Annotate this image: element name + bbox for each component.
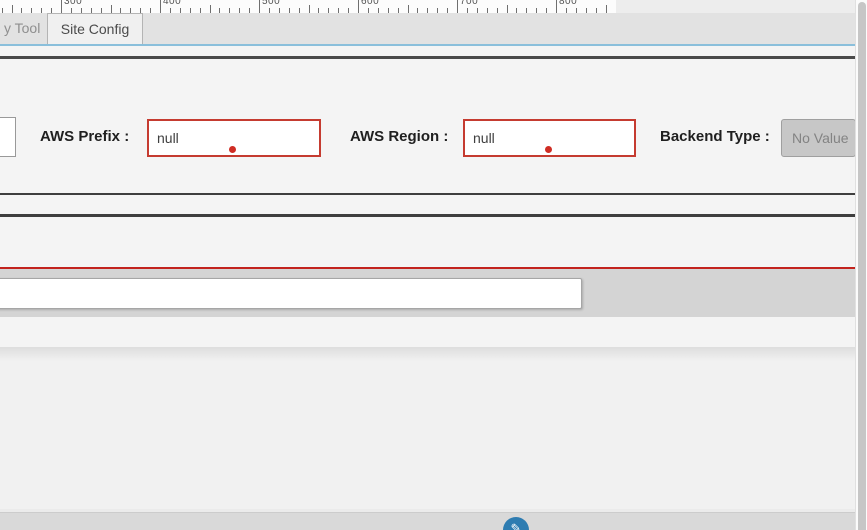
ruler-tick [506,5,508,13]
ruler-tick [417,8,419,13]
aws-prefix-validation-dot [229,146,236,153]
error-divider [0,267,855,269]
ruler-tick [397,8,399,13]
ruler-tick [90,8,92,13]
ruler-tick [427,8,429,13]
ruler-tick [179,8,181,13]
ruler-tick [288,8,290,13]
tab-underline [0,44,855,46]
ruler-tick [11,5,13,13]
footer-bar [0,512,855,530]
ruler-tick [249,8,251,13]
ruler-tick [199,8,201,13]
ruler-tick [298,8,300,13]
ruler-tick [437,8,439,13]
ruler-tick [536,8,538,13]
ruler-tick [169,8,171,13]
ruler-tick [100,8,102,13]
ruler-tick [358,0,359,13]
ruler-label: 500 [262,0,281,7]
ruler-tick [259,0,260,13]
ruler-tick [239,8,241,13]
ruler-tick [219,8,221,13]
panel-shadow [0,347,855,361]
ruler-tick [80,8,82,13]
ruler-tick [278,8,280,13]
ruler-tick [31,8,33,13]
ruler-tick [21,8,23,13]
divider-mid-2 [0,214,855,217]
ruler-tick [605,5,607,13]
ruler-label: 800 [559,0,578,7]
ruler-tick [496,8,498,13]
ruler-tick [585,8,587,13]
ruler-tick [556,0,557,13]
ruler-tick [575,8,577,13]
ruler-tick [377,8,379,13]
ruler-label: 700 [460,0,479,7]
vertical-scrollbar-thumb[interactable] [858,2,866,530]
aws-region-label: AWS Region : [350,128,449,145]
ruler-tick [229,8,231,13]
ruler-tick [140,8,142,13]
ruler-tick [447,8,449,13]
ruler-tick [476,8,478,13]
ruler-tick [150,8,152,13]
edit-fab-button[interactable]: ✎ [503,517,529,530]
ruler-tick [457,0,458,13]
cut-off-input[interactable] [0,117,16,157]
ruler-tick [51,8,53,13]
ruler-tick [546,8,548,13]
ruler-tick [595,8,597,13]
ruler-tick [516,8,518,13]
divider-mid-1 [0,193,855,195]
ruler-tick [130,8,132,13]
ruler-tick [348,8,350,13]
ruler-tick [407,5,409,13]
ruler-tick [160,0,161,13]
ruler-tick [565,8,567,13]
vertical-scrollbar-track[interactable] [855,0,867,530]
ruler-tick [318,8,320,13]
ruler-tick [387,8,389,13]
ruler-tick [41,8,43,13]
ruler-tick [70,8,72,13]
ruler-label: 400 [163,0,182,7]
footer-separator [0,509,855,512]
ruler-tick [268,8,270,13]
ruler-label: 300 [64,0,83,7]
ruler-tick [110,5,112,13]
ruler-tick [367,8,369,13]
ruler-tick [209,5,211,13]
ruler: 300 400 500 600 700 800 [0,0,616,14]
wide-text-input[interactable] [0,278,582,309]
pencil-icon: ✎ [510,521,522,530]
ruler-tick [526,8,528,13]
ruler-tick [466,8,468,13]
tab-site-config[interactable]: Site Config [47,13,143,44]
ruler-label: 600 [361,0,380,7]
tab-survey-tool[interactable]: y Tool [4,20,41,36]
divider-top [0,56,855,59]
ruler-tick [308,5,310,13]
ruler-tick [1,8,3,13]
backend-type-value[interactable]: No Value [781,119,856,157]
lower-panel [0,361,855,509]
ruler-tick [328,8,330,13]
ruler-tick [61,0,62,13]
ruler-tick [486,8,488,13]
backend-type-label: Backend Type : [660,128,770,145]
ruler-tick [189,8,191,13]
aws-prefix-label: AWS Prefix : [40,128,130,145]
aws-region-validation-dot [545,146,552,153]
ruler-tick [338,8,340,13]
ruler-tick [120,8,122,13]
